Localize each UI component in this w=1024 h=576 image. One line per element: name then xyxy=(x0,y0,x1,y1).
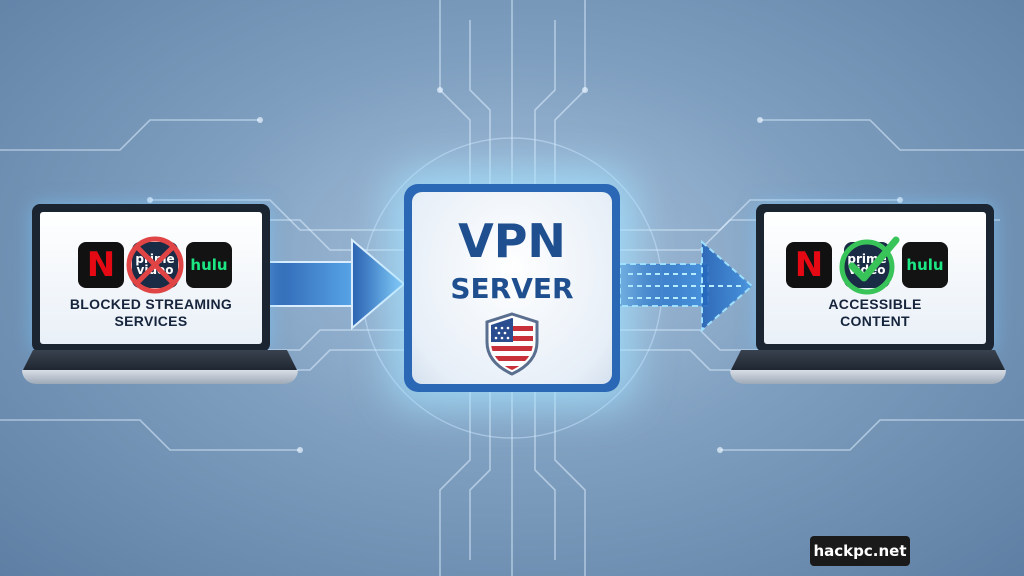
right-laptop-keyboard xyxy=(730,350,1006,372)
vpn-server-panel: VPN SERVER xyxy=(412,192,612,384)
blocked-cross-icon xyxy=(126,236,184,294)
right-flow-arrow xyxy=(619,239,754,333)
left-laptop-screen: N prime video hulu BLOCKED STREAMING SER… xyxy=(32,204,270,352)
netflix-logo: N xyxy=(78,242,124,288)
hulu-logo: hulu xyxy=(186,242,232,288)
right-caption-line2: CONTENT xyxy=(840,313,910,329)
hulu-logo: hulu xyxy=(902,242,948,288)
left-flow-arrow xyxy=(267,237,406,331)
vpn-title: VPN xyxy=(458,214,566,268)
hulu-logo-text: hulu xyxy=(906,256,944,274)
watermark: hackpc.net xyxy=(810,536,910,566)
vpn-subtitle: SERVER xyxy=(450,272,574,305)
netflix-logo: N xyxy=(786,242,832,288)
left-caption-line2: SERVICES xyxy=(114,313,188,329)
right-laptop-base xyxy=(730,370,1006,384)
right-laptop-screen: N prime video hulu ACCESSIBLE CONTENT xyxy=(756,204,994,352)
left-laptop: N prime video hulu BLOCKED STREAMING SER… xyxy=(22,204,298,384)
left-laptop-keyboard xyxy=(22,350,298,372)
left-laptop-base xyxy=(22,370,298,384)
vpn-server-box: VPN SERVER xyxy=(404,184,620,392)
us-flag-shield-icon xyxy=(485,312,539,376)
left-caption-line1: BLOCKED STREAMING xyxy=(69,296,233,312)
left-laptop-caption: BLOCKED STREAMING SERVICES xyxy=(40,296,262,330)
right-laptop: N prime video hulu ACCESSIBLE CONTENT xyxy=(730,204,1006,384)
right-laptop-display: N prime video hulu ACCESSIBLE CONTENT xyxy=(764,212,986,344)
netflix-logo-text: N xyxy=(794,245,824,285)
netflix-logo-text: N xyxy=(86,245,116,285)
left-laptop-display: N prime video hulu BLOCKED STREAMING SER… xyxy=(40,212,262,344)
right-caption-line1: ACCESSIBLE xyxy=(828,296,922,312)
check-icon xyxy=(839,236,900,295)
hulu-logo-text: hulu xyxy=(190,256,228,274)
right-laptop-caption: ACCESSIBLE CONTENT xyxy=(764,296,986,330)
